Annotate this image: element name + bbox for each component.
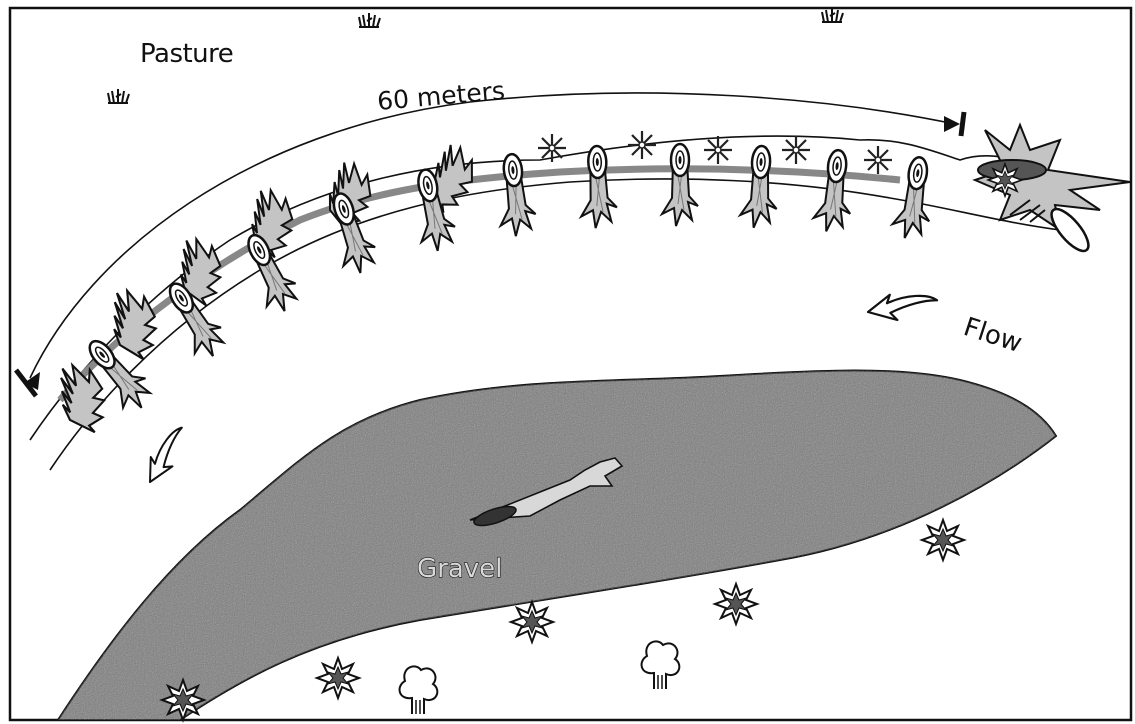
curved-arrow-icon	[139, 422, 192, 488]
starburst-shrub-icon	[162, 680, 204, 720]
grass-tuft-icon	[822, 8, 843, 22]
flow-label: Flow	[960, 312, 1026, 359]
gravel-label: Gravel	[417, 554, 502, 584]
starburst-shrub-icon	[988, 164, 1022, 196]
grass-tuft-icon	[359, 13, 380, 27]
asterisk-plant-icon	[538, 134, 566, 162]
log-icon	[579, 145, 618, 228]
starburst-shrub-icon	[511, 602, 553, 642]
log-icon	[662, 144, 698, 226]
log-icon	[891, 155, 938, 241]
starburst-shrub-icon	[922, 520, 964, 560]
curved-arrow-icon	[866, 288, 939, 323]
starburst-shrub-icon	[317, 658, 359, 698]
root-wad-anchor	[975, 125, 1130, 256]
gravel-texture	[58, 371, 1056, 721]
dimension-arrow-right	[944, 116, 960, 132]
starburst-shrub-icon	[715, 584, 757, 624]
asterisk-plant-icon	[782, 136, 810, 164]
deciduous-tree-icon	[642, 641, 680, 689]
log-icon	[740, 145, 780, 229]
asterisk-plant-icon	[704, 136, 732, 164]
deciduous-tree-icon	[400, 666, 438, 714]
dimension-tick-right	[961, 112, 964, 136]
asterisk-plant-icon	[864, 146, 892, 174]
length-label: 60 meters	[376, 76, 506, 116]
grass-tuft-icon	[108, 89, 129, 103]
log-icon	[493, 152, 537, 237]
asterisk-plant-icon	[628, 131, 656, 159]
pasture-label: Pasture	[140, 39, 233, 69]
